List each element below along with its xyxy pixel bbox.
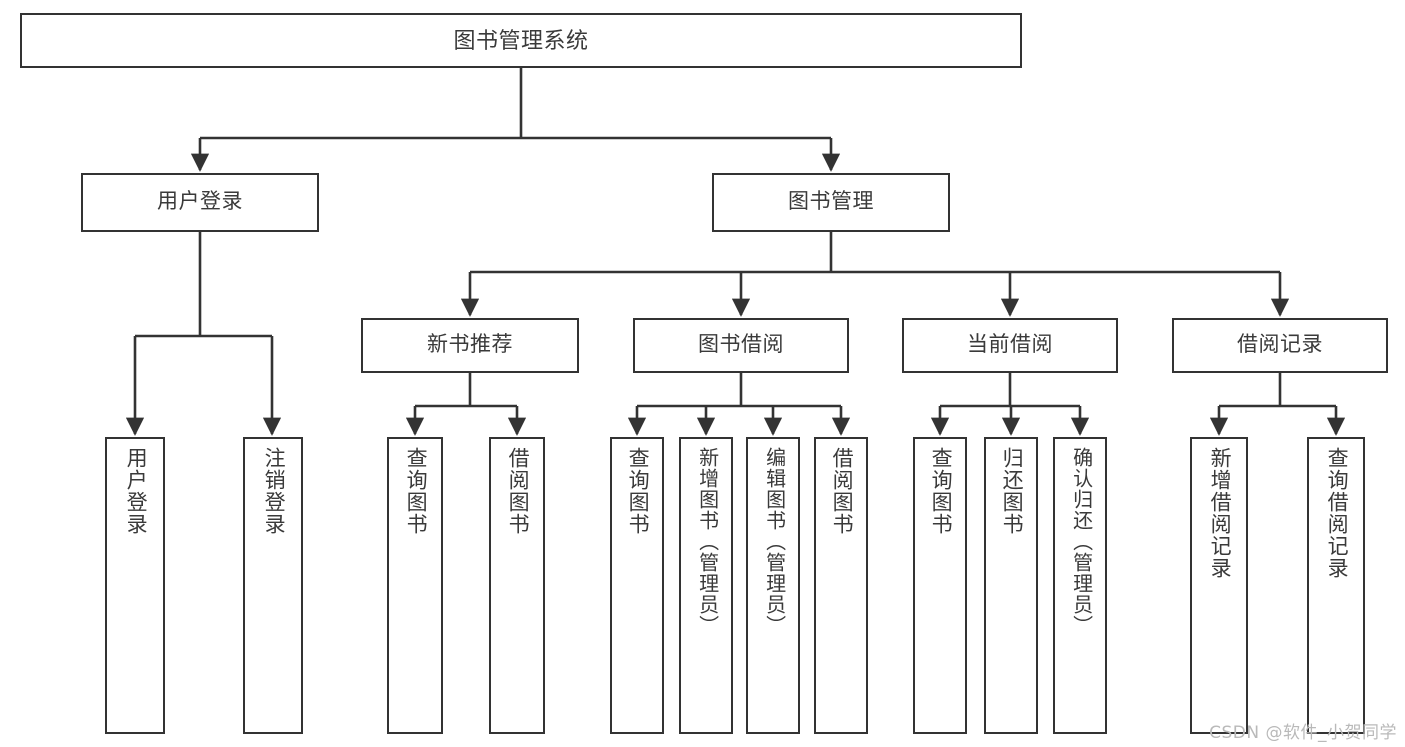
node-leaf-query-books-2[interactable]: 查询图书 [610, 437, 664, 734]
node-leaf-confirm-return[interactable]: 确认归还（管理员） [1053, 437, 1107, 734]
node-leaf-borrow-books-1-label: 借阅图书 [506, 447, 530, 535]
node-leaf-add-book-label: 新增图书（管理员） [695, 447, 718, 636]
node-leaf-add-record[interactable]: 新增借阅记录 [1190, 437, 1248, 734]
node-leaf-logout[interactable]: 注销登录 [243, 437, 303, 734]
node-leaf-query-books-3[interactable]: 查询图书 [913, 437, 967, 734]
node-leaf-query-books-1-label: 查询图书 [404, 447, 428, 535]
node-leaf-edit-book[interactable]: 编辑图书（管理员） [746, 437, 800, 734]
node-leaf-borrow-books-2-label: 借阅图书 [830, 447, 854, 535]
node-borrow-record-label: 借阅记录 [1237, 333, 1323, 357]
node-leaf-user-login[interactable]: 用户登录 [105, 437, 165, 734]
node-new-book-recommend[interactable]: 新书推荐 [361, 318, 579, 373]
node-book-borrow[interactable]: 图书借阅 [633, 318, 849, 373]
node-user-login[interactable]: 用户登录 [81, 173, 319, 232]
node-leaf-query-books-3-label: 查询图书 [929, 447, 953, 535]
node-book-management-label: 图书管理 [788, 190, 874, 214]
node-root[interactable]: 图书管理系统 [20, 13, 1022, 68]
node-leaf-confirm-return-label: 确认归还（管理员） [1069, 447, 1092, 636]
node-new-book-recommend-label: 新书推荐 [427, 333, 513, 357]
node-leaf-query-books-2-label: 查询图书 [626, 447, 650, 535]
node-root-label: 图书管理系统 [453, 27, 589, 53]
node-user-login-label: 用户登录 [157, 190, 243, 214]
node-leaf-return-book-label: 归还图书 [1000, 447, 1024, 535]
node-borrow-record[interactable]: 借阅记录 [1172, 318, 1388, 373]
node-leaf-borrow-books-1[interactable]: 借阅图书 [489, 437, 545, 734]
node-book-management[interactable]: 图书管理 [712, 173, 950, 232]
node-leaf-query-books-1[interactable]: 查询图书 [387, 437, 443, 734]
node-leaf-query-record[interactable]: 查询借阅记录 [1307, 437, 1365, 734]
node-leaf-logout-label: 注销登录 [262, 447, 286, 535]
node-leaf-add-record-label: 新增借阅记录 [1208, 447, 1232, 579]
node-leaf-edit-book-label: 编辑图书（管理员） [762, 447, 785, 636]
node-leaf-return-book[interactable]: 归还图书 [984, 437, 1038, 734]
csdn-watermark: CSDN @软件_小贺同学 [1209, 723, 1397, 743]
node-book-borrow-label: 图书借阅 [698, 333, 784, 357]
node-leaf-add-book[interactable]: 新增图书（管理员） [679, 437, 733, 734]
node-current-borrow-label: 当前借阅 [967, 333, 1053, 357]
node-current-borrow[interactable]: 当前借阅 [902, 318, 1118, 373]
node-leaf-borrow-books-2[interactable]: 借阅图书 [814, 437, 868, 734]
node-leaf-user-login-label: 用户登录 [124, 447, 148, 535]
node-leaf-query-record-label: 查询借阅记录 [1325, 447, 1349, 579]
